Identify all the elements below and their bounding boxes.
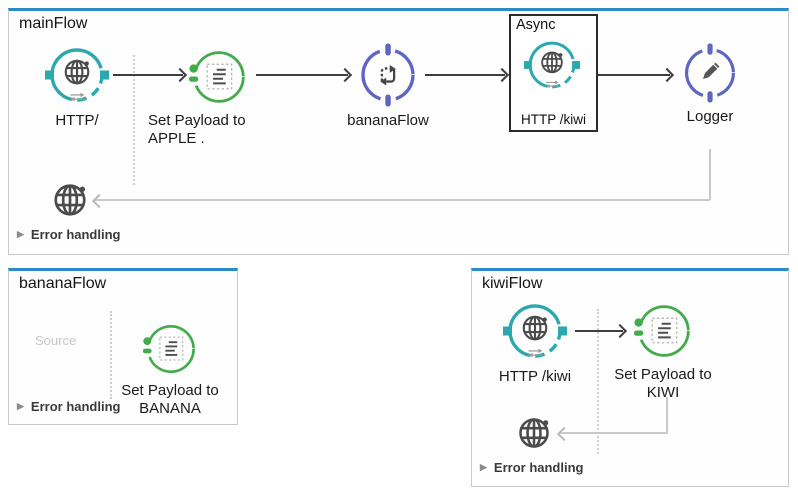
set-payload-icon: [142, 321, 198, 377]
http-request-icon[interactable]: [524, 37, 580, 93]
set-payload-apple-node[interactable]: Set Payload to APPLE .: [148, 47, 288, 149]
set-payload-icon: [188, 47, 248, 107]
main-flow-container: mainFlow HTTP/ Set Payload to APPLE . ba…: [8, 8, 789, 255]
connector-arrow: [575, 330, 623, 332]
error-handling-toggle[interactable]: ▶ Error handling: [17, 399, 120, 414]
set-payload-icon: [633, 301, 693, 361]
async-scope[interactable]: Async HTTP /kiwi: [509, 14, 598, 132]
logger-icon: [680, 43, 740, 103]
set-payload-kiwi-node[interactable]: Set Payload to KIWI: [598, 301, 728, 403]
connector-arrow: [113, 74, 183, 76]
expand-triangle-icon: ▶: [17, 401, 24, 411]
return-line-vertical: [666, 397, 668, 434]
connector-arrow: [425, 74, 505, 76]
globe-response-icon: [516, 415, 552, 451]
connector-arrow: [256, 74, 348, 76]
error-handling-toggle[interactable]: ▶ Error handling: [480, 460, 583, 475]
connector-arrow: [598, 74, 670, 76]
error-handling-toggle[interactable]: ▶ Error handling: [17, 227, 120, 242]
set-payload-banana-node[interactable]: Set Payload to BANANA: [105, 321, 235, 419]
error-handling-label: Error handling: [30, 227, 121, 242]
source-divider: [597, 309, 599, 454]
kiwi-flow-title: kiwiFlow: [482, 275, 543, 292]
return-line-horizontal: [95, 199, 710, 201]
logger-label: Logger: [686, 108, 734, 125]
return-line-horizontal: [560, 432, 667, 434]
http-listener-node[interactable]: HTTP/: [17, 43, 137, 130]
kiwi-flow-container: kiwiFlow HTTP /kiwi Set Payload to KIWI …: [471, 268, 789, 487]
logger-node[interactable]: Logger: [650, 43, 770, 126]
banana-flow-title: bananaFlow: [19, 275, 107, 292]
globe-response-icon: [51, 181, 89, 219]
http-listener-icon: [503, 299, 567, 363]
set-payload-kiwi-label: Set Payload to KIWI: [614, 366, 712, 402]
flow-reference-icon: [356, 43, 420, 107]
flow-ref-banana-node[interactable]: bananaFlow: [323, 43, 453, 130]
flow-ref-banana-label: bananaFlow: [347, 112, 429, 129]
return-line-vertical: [709, 149, 711, 200]
source-divider: [133, 55, 135, 185]
error-handling-label: Error handling: [493, 460, 584, 475]
banana-flow-container: bananaFlow Source Set Payload to BANANA …: [8, 268, 238, 425]
main-flow-title: mainFlow: [19, 15, 88, 32]
expand-triangle-icon: ▶: [17, 229, 24, 239]
source-divider: [110, 311, 112, 399]
set-payload-banana-label: Set Payload to BANANA: [121, 382, 219, 418]
http-listener-label: HTTP/: [55, 112, 99, 129]
expand-triangle-icon: ▶: [480, 462, 487, 472]
http-listener-kiwi-node[interactable]: HTTP /kiwi: [475, 299, 595, 386]
http-listener-kiwi-label: HTTP /kiwi: [498, 368, 572, 385]
async-scope-title: Async: [516, 17, 556, 33]
source-placeholder-label: Source: [35, 333, 77, 348]
error-handling-label: Error handling: [30, 399, 121, 414]
async-http-label: HTTP /kiwi: [520, 112, 586, 127]
set-payload-apple-label: Set Payload to APPLE .: [148, 112, 246, 148]
http-listener-icon: [45, 43, 109, 107]
